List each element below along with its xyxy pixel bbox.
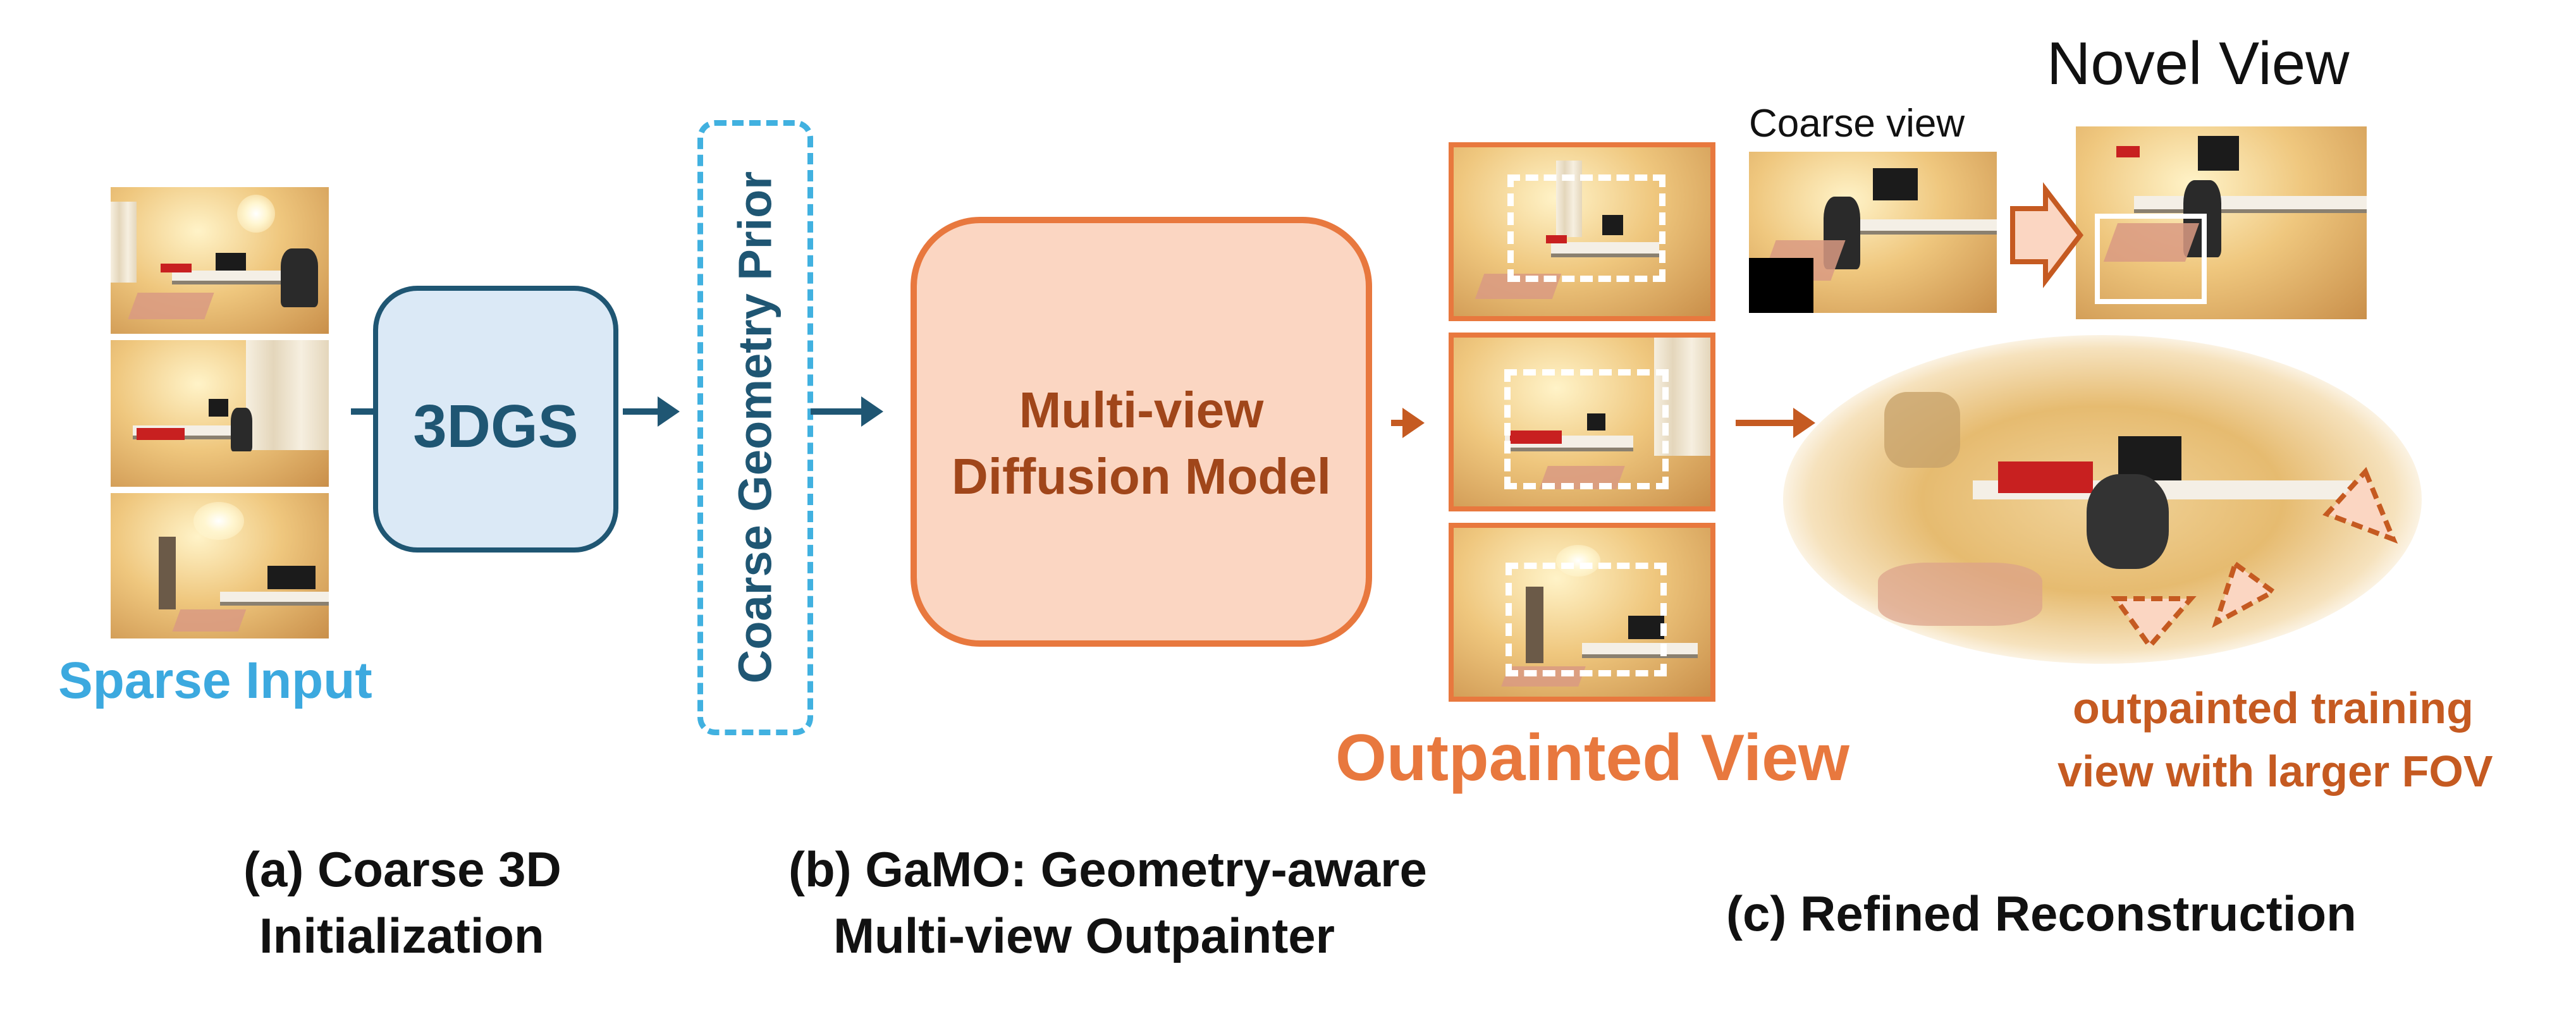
outpainted-view-frame-3 [1449, 523, 1715, 702]
caption-a-line1: (a) Coarse 3D [243, 841, 561, 897]
threedgs-label: 3DGS [413, 393, 579, 460]
arrow-diffusion-to-outpainted [1391, 408, 1425, 438]
novel-view-title: Novel View [2047, 30, 2350, 97]
outpainted-view-frame-1 [1449, 142, 1715, 321]
arrow-3dgs-to-prior [623, 396, 680, 427]
arrow-prior-to-diffusion [811, 396, 883, 427]
caption-a-line2: Initialization [259, 908, 544, 963]
outpainted-view-label: Outpainted View [1335, 721, 1849, 795]
outpainted-view-frame-2 [1449, 333, 1715, 511]
arrow-outpainted-to-reconstruction [1736, 408, 1815, 438]
caption-c-line1: (c) Refined Reconstruction [1726, 886, 2357, 941]
outpainted-training-view-image [1783, 335, 2422, 664]
caption-b-line1: (b) GaMO: Geometry-aware [788, 841, 1427, 897]
coarse-view-image [1749, 152, 1997, 313]
original-view-region-2 [1504, 369, 1669, 489]
outpainted-training-label-line1: outpainted training [2073, 683, 2474, 733]
caption-b-line2: Multi-view Outpainter [833, 908, 1335, 963]
sparse-input-label: Sparse Input [58, 652, 372, 709]
threedgs-box: 3DGS [373, 286, 618, 553]
coarse-view-label: Coarse view [1749, 102, 1965, 145]
sparse-input-image-3 [111, 493, 329, 638]
coarse-geometry-prior-box [697, 120, 813, 735]
original-view-region-1 [1507, 174, 1665, 282]
multiview-label-line1: Multi-view [1019, 382, 1264, 438]
multiview-label-line2: Diffusion Model [952, 448, 1331, 504]
sparse-input-image-1 [111, 187, 329, 334]
outpainted-training-label-line2: view with larger FOV [2058, 747, 2493, 796]
sparse-input-image-2 [111, 340, 329, 487]
arrow-coarse-to-novel [2010, 182, 2084, 288]
coarse-geometry-prior-label: Coarse Geometry Prior [728, 171, 782, 684]
multiview-diffusion-box: Multi-view Diffusion Model [911, 217, 1372, 647]
original-view-region-3 [1506, 563, 1667, 676]
novel-view-crop-box [2095, 214, 2207, 304]
